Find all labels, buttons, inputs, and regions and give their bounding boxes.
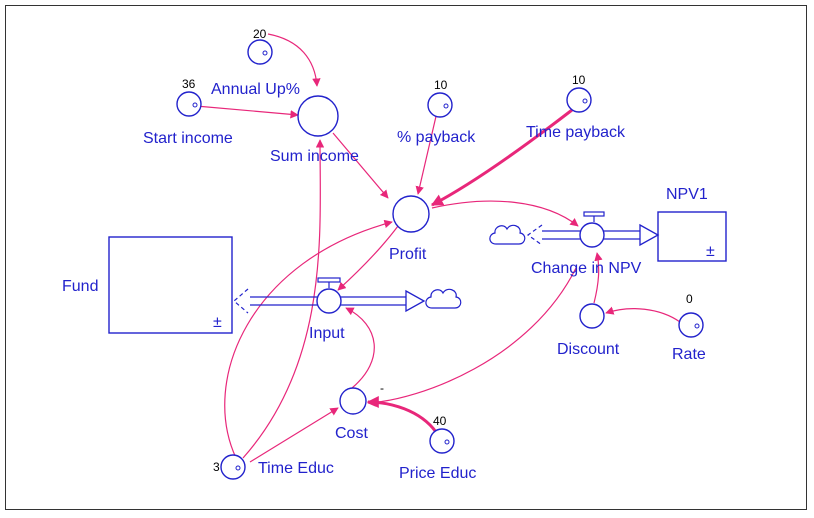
- var-discount-label: Discount: [557, 341, 620, 358]
- link-annualup-sumincome: [267, 33, 321, 87]
- flow-change-in-npv-label: Change in NPV: [531, 260, 642, 277]
- var-time-educ-value: 3: [213, 460, 220, 474]
- valve-icon: [579, 211, 605, 248]
- stock-fund-label: Fund: [62, 278, 98, 295]
- stock-npv1-label: NPV1: [666, 186, 708, 203]
- link-discount-changeinnpv: [593, 252, 603, 304]
- links: [195, 33, 681, 463]
- var-sum-income[interactable]: Sum income: [270, 95, 359, 165]
- var-pct-payback-value: 10: [434, 78, 448, 92]
- diagram-frame: [5, 5, 807, 510]
- var-annual-up-value: 20: [253, 27, 267, 41]
- var-price-educ[interactable]: 40 Price Educ: [399, 414, 476, 482]
- link-profit-changeinnpv: [431, 200, 579, 227]
- cloud-icon: [489, 224, 526, 245]
- stock-fund[interactable]: Fund ±: [62, 236, 233, 334]
- link-timeeduc-sumincome: [242, 139, 325, 459]
- flow-input[interactable]: Input: [233, 277, 462, 342]
- var-sum-income-label: Sum income: [270, 148, 359, 165]
- var-rate-value: 0: [686, 292, 693, 306]
- var-pct-payback[interactable]: 10 % payback: [397, 78, 476, 146]
- flow-input-label: Input: [309, 325, 345, 342]
- var-profit[interactable]: Profit: [389, 195, 430, 263]
- var-discount[interactable]: Discount: [557, 303, 620, 358]
- var-rate-label: Rate: [672, 346, 706, 363]
- var-start-income-label: Start income: [143, 130, 233, 147]
- var-price-educ-label: Price Educ: [399, 465, 476, 482]
- link-startincome-sumincome: [195, 105, 299, 119]
- var-rate[interactable]: 0 Rate: [672, 292, 706, 363]
- link-timepayback-profit: [430, 108, 573, 207]
- valve-icon: [316, 277, 342, 314]
- var-cost-label: Cost: [335, 425, 368, 442]
- link-priceeduc-cost: [366, 396, 438, 433]
- var-time-payback-label: Time payback: [526, 124, 626, 141]
- var-price-educ-value: 40: [433, 414, 447, 428]
- link-sumincome-profit: [332, 132, 389, 199]
- link-changeinnpv-cost: [367, 267, 577, 407]
- link-rate-discount: [605, 306, 681, 323]
- var-annual-up[interactable]: 20: [247, 27, 273, 65]
- stock-npv1-symbol: ±: [706, 243, 715, 260]
- var-cost-sign: -: [380, 381, 384, 395]
- link-profit-input: [337, 225, 399, 291]
- var-time-payback[interactable]: 10 Time payback: [526, 73, 626, 141]
- var-time-payback-value: 10: [572, 73, 586, 87]
- var-profit-label: Profit: [389, 246, 427, 263]
- var-cost[interactable]: - Cost: [335, 381, 384, 442]
- var-annual-up-label: Annual Up%: [211, 81, 300, 98]
- cloud-icon: [425, 288, 462, 309]
- flow-change-in-npv[interactable]: Change in NPV: [489, 211, 660, 277]
- link-pctpayback-profit: [415, 111, 438, 195]
- var-time-educ-label: Time Educ: [258, 460, 334, 477]
- link-timeeduc-profit: [224, 219, 393, 459]
- link-cost-input: [345, 307, 375, 389]
- var-start-income[interactable]: 36 Start income: [143, 77, 233, 147]
- stock-npv1[interactable]: NPV1 ±: [657, 186, 727, 262]
- stock-fund-symbol: ±: [213, 314, 222, 331]
- var-time-educ[interactable]: 3 Time Educ: [213, 454, 334, 480]
- var-pct-payback-label: % payback: [397, 129, 476, 146]
- link-timeeduc-cost: [249, 407, 339, 463]
- var-start-income-value: 36: [182, 77, 196, 91]
